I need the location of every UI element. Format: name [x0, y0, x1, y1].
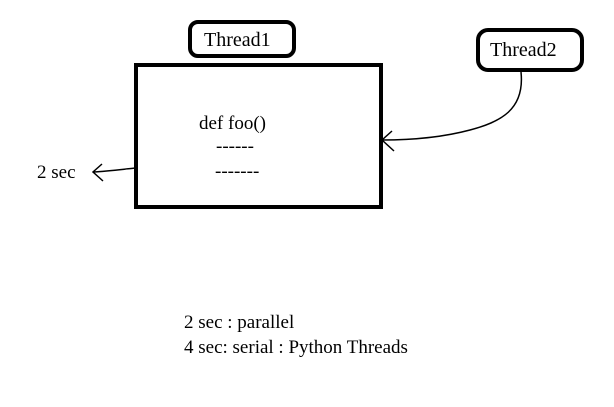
code-line-def: def foo(): [199, 113, 266, 134]
thread1-label-box: [188, 20, 296, 58]
timing-arrowhead: [91, 163, 104, 182]
thread2-label: Thread2: [490, 39, 557, 61]
thread2-label-box: [476, 28, 584, 72]
summary-serial: 4 sec: serial : Python Threads: [184, 337, 408, 358]
function-box: [134, 63, 383, 209]
summary-parallel: 2 sec : parallel: [184, 312, 295, 333]
code-line-dashes-2: -------: [215, 161, 260, 182]
code-line-dashes-1: ------: [216, 136, 254, 157]
timing-note: 2 sec: [37, 162, 76, 183]
thread2-connector: [381, 71, 523, 141]
thread1-label: Thread1: [204, 29, 271, 51]
timing-arrow-line: [92, 167, 137, 173]
thread2-arrowhead: [380, 130, 395, 152]
